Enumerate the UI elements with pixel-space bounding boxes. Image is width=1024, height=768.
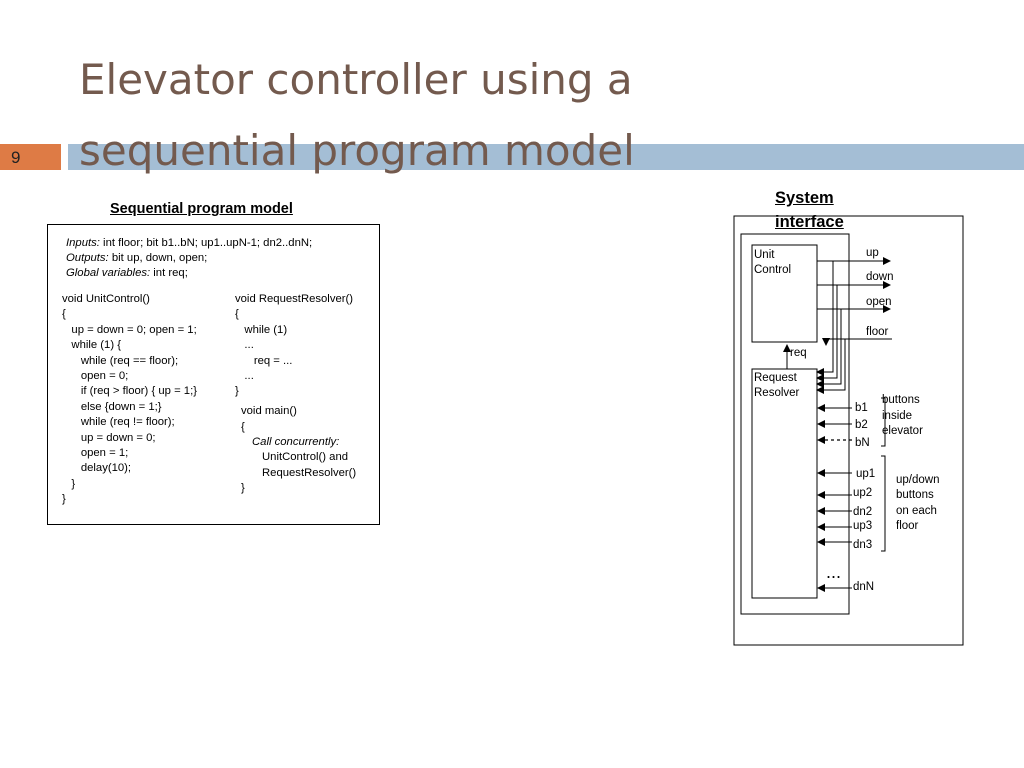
slide-number: 9 <box>11 148 21 167</box>
request-resolver-label-1: Request <box>754 372 798 384</box>
unit-control-code-line: } <box>62 493 66 506</box>
title-line-1: Elevator controller using a <box>79 55 633 104</box>
up3-label: up3 <box>853 520 872 532</box>
up-output-label: up <box>866 247 879 259</box>
up2-label: up2 <box>853 487 872 499</box>
request-resolver-label-2: Resolver <box>754 387 800 399</box>
bn-label: bN <box>855 437 870 449</box>
unit-control-code-line: up = down = 0; open = 1; <box>62 323 197 336</box>
system-interface-heading-line-1: System <box>775 189 834 207</box>
main-line-3: Call concurrently: <box>252 436 340 448</box>
slide-number-box <box>0 144 61 170</box>
floor-buttons-ellipsis: ... <box>826 562 841 582</box>
b1-label: b1 <box>855 402 868 414</box>
declaration-outputs: Outputs: bit up, down, open; <box>66 252 207 265</box>
floor-group-label-1: up/down <box>896 474 939 486</box>
title-line-2: sequential program model <box>79 126 635 175</box>
unit-control-code-line: open = 0; <box>62 370 129 382</box>
globals-label: Global variables: <box>66 267 151 279</box>
down-feedback-line <box>816 285 838 382</box>
outputs-label: Outputs: <box>66 252 109 264</box>
floor-group-label-3: on each <box>896 505 937 517</box>
down-output-label: down <box>866 271 894 283</box>
floor-to-unit-control <box>822 338 845 346</box>
program-model-box <box>47 224 380 525</box>
unit-control-label-2: Control <box>754 264 791 276</box>
request-resolver-code-line: void RequestResolver() <box>235 293 354 305</box>
inside-buttons-bracket <box>881 397 886 447</box>
inputs-label: Inputs: <box>66 237 100 249</box>
dn3-label: dn3 <box>853 539 872 551</box>
main-line-4: UnitControl() and <box>262 451 349 463</box>
unit-control-code-line: while (req != floor); <box>62 416 175 429</box>
inside-group-label-2: inside <box>882 410 912 422</box>
inside-group-label-1: buttons <box>882 394 920 406</box>
request-resolver-code-line: } <box>235 385 239 398</box>
dn2-label: dn2 <box>853 506 872 518</box>
request-resolver-box <box>751 368 818 599</box>
floor-group-label-2: buttons <box>896 489 934 501</box>
unit-control-box <box>751 244 818 343</box>
request-resolver-code-line: while (1) <box>235 323 288 336</box>
req-label: req <box>790 347 807 359</box>
outer-system-box <box>733 215 964 646</box>
system-interface-heading: System interface <box>775 186 844 234</box>
dnn-label: dnN <box>853 581 874 593</box>
main-line-6: } <box>241 482 245 494</box>
slide-title: Elevator controller using a sequential p… <box>79 44 1009 186</box>
inputs-text: int floor; bit b1..bN; up1..upN-1; dn2..… <box>99 237 313 249</box>
declaration-inputs: Inputs: int floor; bit b1..bN; up1..upN-… <box>66 237 312 250</box>
unit-control-code-line: open = 1; <box>62 447 129 459</box>
outputs-text: bit up, down, open; <box>108 252 208 264</box>
up1-label: up1 <box>856 468 875 480</box>
floor-buttons-bracket <box>881 455 886 552</box>
unit-control-code-line: while (req == floor); <box>62 354 179 367</box>
header-band <box>68 144 1024 170</box>
up-feedback-line <box>816 261 834 376</box>
floor-group-label-4: floor <box>896 520 919 532</box>
unit-control-code-line: else {down = 1;} <box>62 400 162 413</box>
floor-input-line <box>816 338 892 394</box>
main-line-5: RequestResolver() <box>262 467 357 479</box>
request-resolver-code-line: ... <box>235 370 254 382</box>
request-resolver-code-line: ... <box>235 339 254 352</box>
request-resolver-code-line: req = ... <box>235 354 293 367</box>
globals-text: int req; <box>150 267 188 279</box>
open-output-label: open <box>866 296 892 308</box>
unit-control-code-line: { <box>62 308 66 321</box>
system-interface-heading-line-2: interface <box>775 213 844 231</box>
unit-control-code-line: if (req > floor) { up = 1;} <box>62 385 198 398</box>
open-feedback-line <box>816 309 842 388</box>
unit-control-code-line: } <box>62 477 76 490</box>
declaration-globals: Global variables: int req; <box>66 267 188 280</box>
unit-control-label-1: Unit <box>754 249 775 261</box>
inside-group-label-3: elevator <box>882 425 923 437</box>
floor-label: floor <box>866 326 889 338</box>
b2-label: b2 <box>855 419 868 431</box>
request-resolver-code-line: { <box>235 308 239 321</box>
main-line-1: void main() <box>241 405 297 417</box>
unit-control-code-line: void UnitControl() <box>62 293 150 305</box>
unit-control-code-line: up = down = 0; <box>62 431 156 444</box>
unit-control-code-line: while (1) { <box>62 339 122 352</box>
unit-control-code-line: delay(10); <box>62 462 132 475</box>
main-line-2: { <box>241 421 245 433</box>
program-model-heading: Sequential program model <box>110 201 293 217</box>
